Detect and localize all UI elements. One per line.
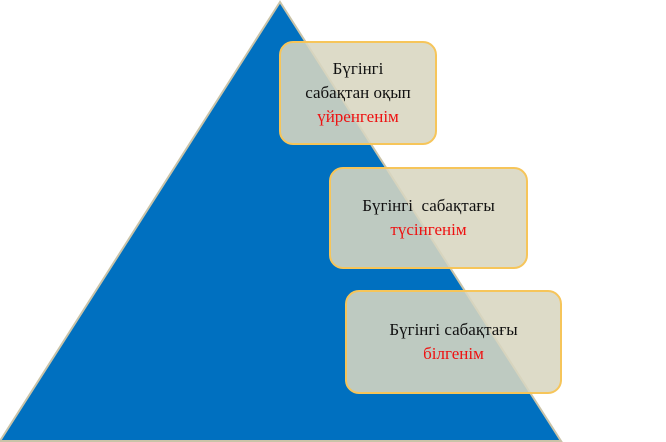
pyramid-level-bottom: Бүгінгі сабақтағы білгенім: [345, 290, 562, 394]
level-text: Бүгінгі сабақтағы: [362, 196, 495, 215]
pyramid-level-top: Бүгінгі сабақтан оқып үйренгенім: [279, 41, 437, 145]
level-text: сабақтан оқып: [305, 83, 411, 102]
level-text: Бүгінгі: [332, 59, 384, 78]
pyramid-level-middle: Бүгінгі сабақтағы түсінгенім: [329, 167, 528, 269]
level-highlight: түсінгенім: [390, 220, 467, 239]
level-highlight: үйренгенім: [317, 107, 399, 126]
level-text: Бүгінгі сабақтағы: [389, 320, 518, 339]
level-highlight: білгенім: [423, 344, 484, 363]
